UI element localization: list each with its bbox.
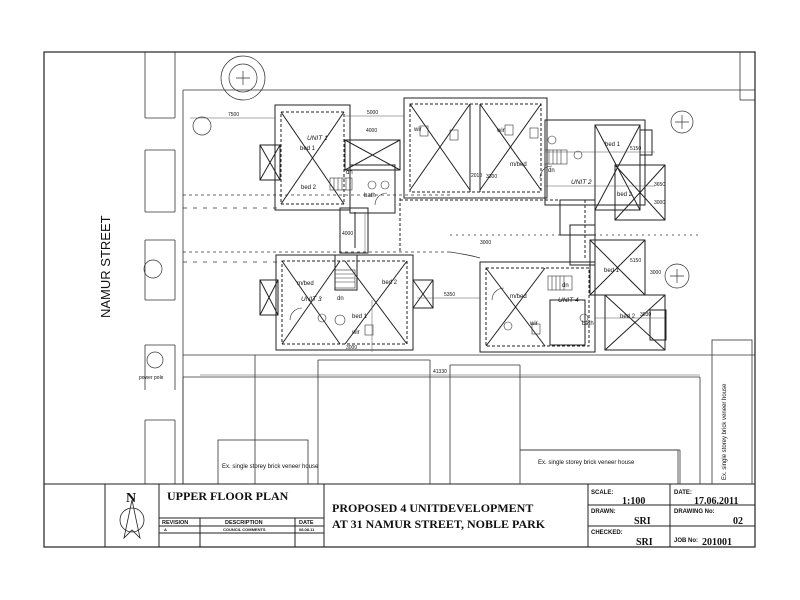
dimension-label: 3030	[640, 312, 651, 318]
room-label: dn	[346, 170, 353, 176]
drawn-label: DRAWN:	[591, 509, 616, 515]
neighbour-houses: Ex. single storey brick veneer house Ex.…	[217, 383, 728, 485]
dimension-label: 3300	[486, 174, 497, 180]
neighbour-house-label-left: Ex. single storey brick veneer house	[222, 464, 319, 470]
title-block-text: N UPPER FLOOR PLAN PROPOSED 4 UNITDEVELO…	[126, 489, 743, 548]
room-label: wir	[529, 321, 538, 327]
room-label: m/bed	[510, 294, 527, 300]
project-title-line-2: AT 31 NAMUR STREET, NOBLE PARK	[332, 517, 546, 531]
dimension-label: 3000	[480, 240, 491, 246]
job-no-value: 201001	[702, 537, 732, 548]
sheet-border	[43, 51, 756, 548]
dimension-label: 4000	[366, 128, 377, 134]
date-value: 17.06.2011	[694, 496, 738, 507]
checked-value: SRI	[636, 537, 653, 548]
dimension-lines	[190, 115, 700, 376]
dimension-label: 5150	[630, 146, 641, 152]
building-units-lower	[259, 198, 667, 353]
room-label: wir	[496, 128, 505, 134]
revision-header: REVISION	[162, 520, 188, 526]
revision-date: 08.08.11	[299, 527, 315, 532]
dimension-label: 3000	[654, 200, 665, 206]
scale-value: 1:100	[622, 496, 645, 507]
scale-label: SCALE:	[591, 490, 613, 496]
dimension-label: 3000	[346, 345, 357, 351]
neighbour-house-label-right: Ex. single storey brick veneer house	[538, 460, 635, 466]
dimension-labels: 7500 5000 4000 2010 3300 5150 5150 3000 …	[228, 110, 665, 375]
date-label: DATE:	[674, 490, 692, 496]
drawing-no-value: 02	[733, 516, 743, 527]
dimension-label: 5150	[630, 258, 641, 264]
revision-value: A	[164, 527, 167, 532]
street-name: NAMUR STREET	[98, 215, 113, 318]
room-label: dn	[337, 296, 344, 302]
room-label: bath	[364, 193, 376, 199]
room-label: bed 2	[620, 314, 636, 320]
checked-label: CHECKED:	[591, 530, 623, 536]
dimension-label: 5350	[444, 292, 455, 298]
job-no-label: JOB No:	[674, 538, 698, 544]
drawn-value: SRI	[634, 516, 651, 527]
power-pole-label: power pole	[139, 375, 164, 381]
room-label: bed 1	[352, 314, 368, 320]
dimension-label: 7500	[228, 112, 239, 118]
unit-2-label: UNIT 2	[571, 179, 592, 186]
room-label: bed 2	[382, 280, 398, 286]
tree-symbols	[143, 55, 694, 369]
room-label: dn	[562, 283, 569, 289]
revision-description: COUNCIL COMMENTS	[223, 527, 266, 532]
dimension-label: 4000	[342, 231, 353, 237]
neighbour-house-label-side: Ex. single storey brick veneer house	[722, 383, 728, 480]
room-label: bed 1	[604, 268, 620, 274]
room-label: dn	[548, 168, 555, 174]
plan-title: UPPER FLOOR PLAN	[167, 489, 289, 503]
unit-labels: UNIT 1 UNIT 2 UNIT 3 UNIT 4	[301, 135, 592, 304]
unit-3-label: UNIT 3	[301, 296, 322, 303]
dimension-label: 3650	[654, 182, 665, 188]
project-title-line-1: PROPOSED 4 UNITDEVELOPMENT	[332, 501, 533, 515]
unit-1-label: UNIT 1	[307, 135, 328, 142]
room-label: m/bed	[510, 162, 527, 168]
drawing-no-label: DRAWING No:	[674, 509, 715, 515]
room-label: bath	[582, 321, 594, 327]
date-header: DATE	[299, 520, 314, 526]
room-label: m/bed	[297, 281, 314, 287]
unit-4-label: UNIT 4	[558, 297, 579, 304]
room-label: bed 2	[617, 192, 633, 198]
dimension-label: 3000	[650, 270, 661, 276]
room-labels: bed 1 bed 2 dn bath wir bed 1 bed 2 m/be…	[297, 127, 636, 336]
north-label: N	[126, 491, 136, 506]
building-units-upper	[259, 97, 666, 236]
title-block	[43, 483, 756, 548]
room-label: bed 1	[605, 142, 621, 148]
room-label: bed 1	[300, 146, 316, 152]
room-label: wir	[413, 127, 422, 133]
fixtures	[289, 124, 589, 336]
description-header: DESCRIPTION	[225, 520, 263, 526]
dimension-label: 2010	[471, 173, 482, 179]
room-label: wir	[351, 330, 360, 336]
dimension-label: 5000	[367, 110, 378, 116]
site-boundary	[144, 52, 755, 485]
dimension-label: 41330	[433, 369, 447, 375]
room-label: bed 2	[301, 185, 317, 191]
